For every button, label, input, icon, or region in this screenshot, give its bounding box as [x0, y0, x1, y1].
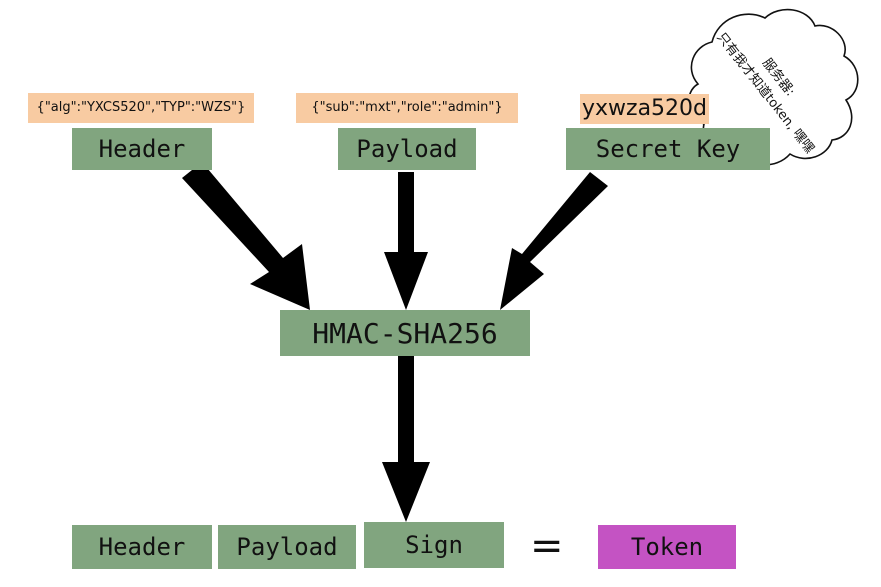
- arrow-header-to-hmac: [182, 162, 310, 310]
- arrow-hmac-to-sign: [382, 356, 430, 522]
- secret-key-box: Secret Key: [566, 128, 770, 170]
- output-sign-box: Sign: [364, 522, 504, 568]
- hmac-sha256-box: HMAC-SHA256: [280, 310, 530, 356]
- secret-key-value: yxwza520d: [580, 94, 710, 124]
- token-box: Token: [598, 525, 736, 569]
- output-payload-box: Payload: [218, 525, 356, 569]
- payload-box: Payload: [338, 128, 476, 170]
- arrow-secret-to-hmac: [500, 172, 608, 310]
- header-json-tag: {"alg":"YXCS520","TYP":"WZS"}: [28, 93, 254, 123]
- arrow-payload-to-hmac: [384, 172, 428, 310]
- output-header-box: Header: [72, 525, 212, 569]
- equals-sign: =: [530, 523, 564, 569]
- header-box: Header: [72, 128, 212, 170]
- payload-json-tag: {"sub":"mxt","role":"admin"}: [296, 93, 518, 123]
